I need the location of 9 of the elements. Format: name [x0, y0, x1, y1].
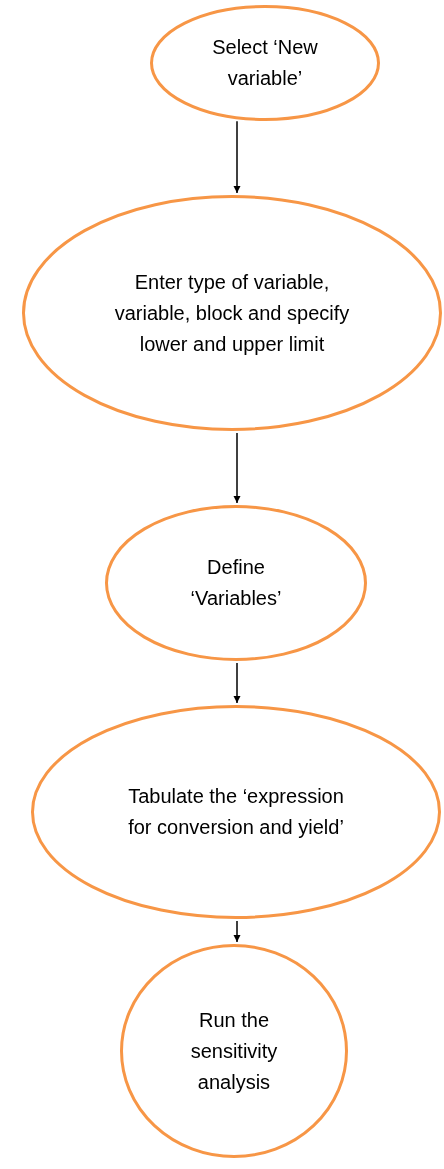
arrow — [233, 920, 241, 943]
arrow — [233, 432, 241, 504]
arrow — [233, 120, 241, 194]
arrow — [233, 662, 241, 704]
step-text: Run the sensitivity analysis — [189, 1007, 279, 1095]
step-text: Enter type of variable, variable, block and specify lower and upper limit — [113, 269, 351, 357]
step-text: Define ‘Variables’ — [189, 555, 283, 611]
step-text: Select ‘New variable’ — [211, 35, 319, 91]
step-text: Tabulate the ‘expression for conversion and yield’ — [127, 784, 345, 840]
